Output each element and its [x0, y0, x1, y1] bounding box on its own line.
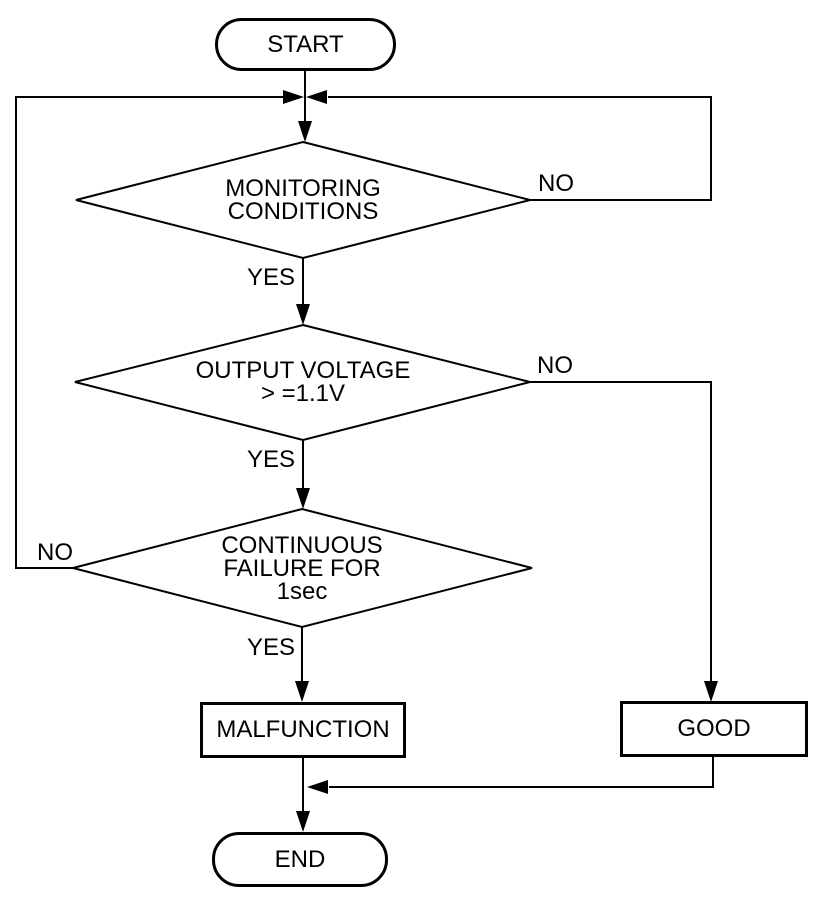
decision-line: MONITORING [225, 175, 381, 202]
edge-good-to-end [329, 757, 714, 788]
arrowhead-right-loop-junction [306, 90, 327, 104]
arrowhead-into-malfunction [295, 681, 309, 702]
edge-continuous-no-loop [15, 96, 283, 569]
end-label: END [274, 845, 326, 873]
malfunction-node: MALFUNCTION [200, 702, 406, 758]
malfunction-label: MALFUNCTION [216, 716, 390, 743]
decision-monitoring-shape [75, 140, 531, 260]
decision-line: > =1.1V [260, 380, 346, 407]
edge-label-voltage-yes: YES [246, 446, 295, 473]
arrowhead-left-loop-junction [283, 90, 304, 104]
edge-label-monitoring-no: NO [538, 170, 574, 197]
decision-line: FAILURE FOR [223, 555, 381, 582]
good-label: GOOD [677, 715, 751, 742]
decision-line: CONTINUOUS [221, 532, 383, 559]
edge-label-voltage-no: NO [537, 352, 573, 379]
decision-monitoring-label: MONITORING CONDITIONS [153, 175, 453, 225]
arrowhead-into-voltage [296, 304, 310, 325]
arrowhead-into-monitoring [298, 121, 312, 142]
arrowhead-into-continuous [296, 488, 310, 509]
start-label: START [267, 30, 344, 58]
edge-label-continuous-no: NO [37, 539, 73, 566]
start-node: START [215, 18, 396, 71]
arrowhead-into-end [296, 811, 310, 832]
arrowhead-into-good [704, 681, 718, 702]
edge-voltage-no-to-good [530, 381, 712, 684]
end-node: END [212, 832, 388, 887]
good-node: GOOD [620, 701, 808, 757]
decision-continuous-shape [72, 507, 533, 629]
edge-label-monitoring-yes: YES [246, 264, 295, 291]
decision-voltage-label: OUTPUT VOLTAGE > =1.1V [153, 357, 453, 407]
decision-line: OUTPUT VOLTAGE [195, 357, 411, 384]
arrowhead-good-merge [307, 780, 328, 794]
decision-line: CONDITIONS [227, 198, 379, 225]
decision-continuous-label: CONTINUOUS FAILURE FOR 1sec [152, 532, 452, 605]
edge-monitoring-no-loop [328, 96, 712, 201]
decision-line: 1sec [276, 578, 328, 605]
decision-voltage-shape [74, 323, 531, 442]
edge-label-continuous-yes: YES [246, 634, 295, 661]
